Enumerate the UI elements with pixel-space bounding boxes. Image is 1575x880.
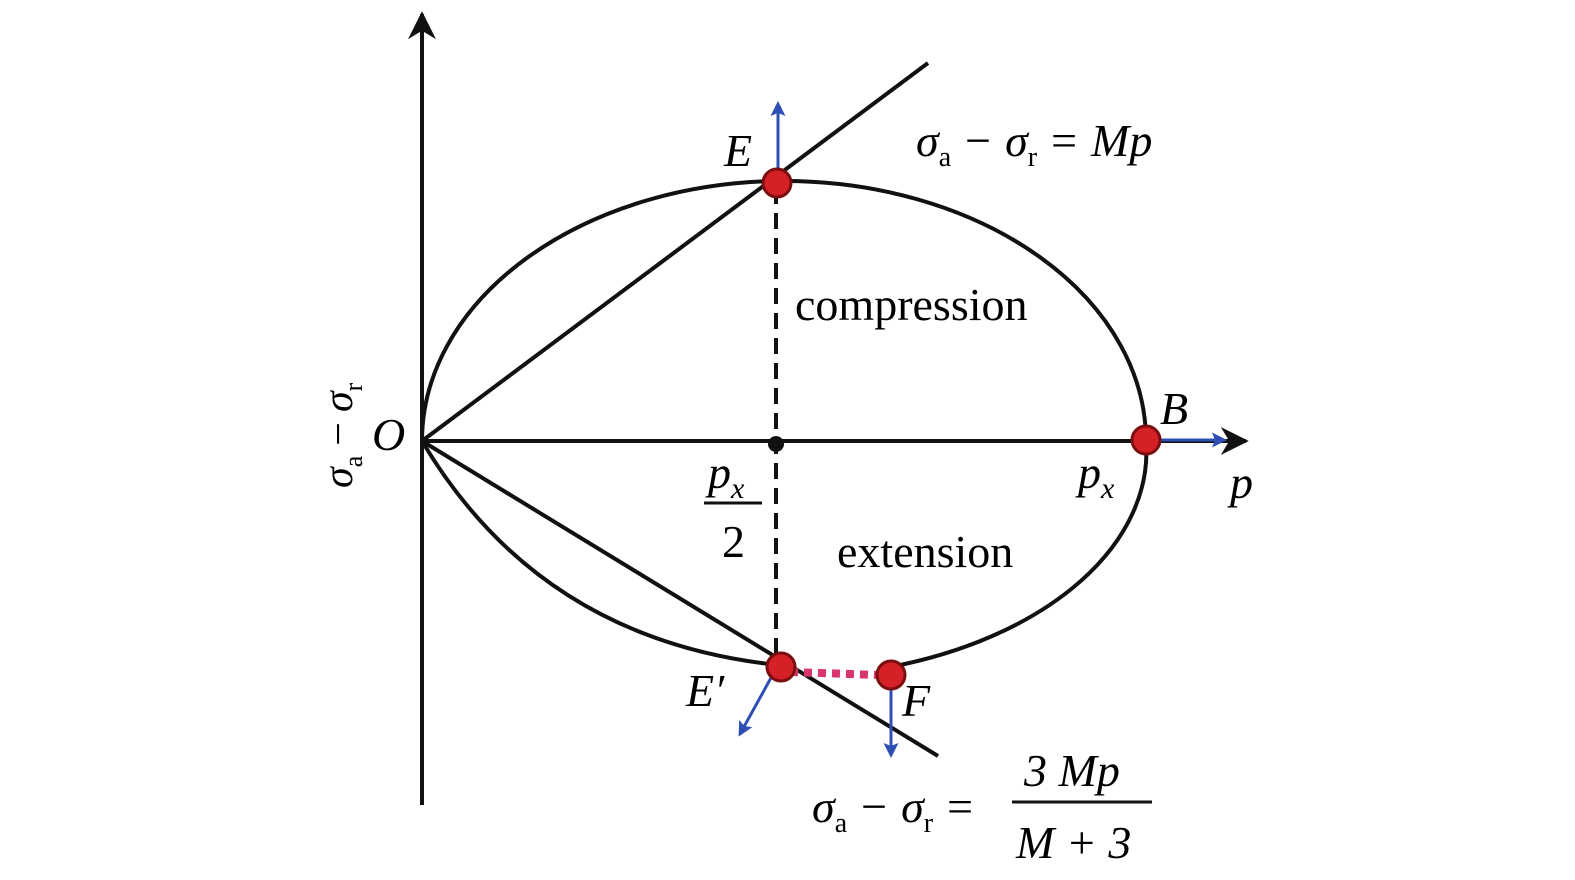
extension-equation-denominator: M + 3: [1015, 817, 1131, 868]
label-f: F: [901, 675, 931, 726]
extension-line-equation-lhs: σa−σr=: [812, 781, 973, 839]
region-extension: extension: [837, 526, 1013, 577]
label-e: E: [723, 125, 752, 176]
point-f: [875, 659, 907, 691]
point-e-prime: [765, 651, 797, 683]
yield-ellipse-lower-left: [420, 439, 779, 667]
yield-ellipse-upper: [420, 179, 1148, 442]
yield-ellipse-lower-right: [889, 440, 1149, 669]
px-half-numerator: px: [705, 447, 745, 505]
e-prime-flow-vector: [738, 675, 774, 737]
point-b: [1130, 424, 1162, 456]
compression-critical-line: [420, 61, 930, 443]
compression-line-equation: σa−σr=Mp: [916, 115, 1152, 173]
label-origin: O: [372, 409, 405, 460]
vertical-axis-label: σa−σr: [316, 382, 368, 488]
label-e-prime: E′: [685, 665, 725, 716]
extension-equation-numerator: 3 Mp: [1023, 745, 1120, 796]
point-e: [761, 167, 793, 199]
e-prime-to-f-link: [789, 668, 881, 679]
px-half-denominator: 2: [722, 516, 745, 567]
extension-critical-line: [420, 439, 940, 758]
px-half-point: [768, 436, 784, 452]
px-label: px: [1075, 447, 1115, 505]
region-compression: compression: [795, 279, 1028, 330]
horizontal-axis-label: p: [1227, 457, 1253, 508]
label-b: B: [1160, 383, 1188, 434]
